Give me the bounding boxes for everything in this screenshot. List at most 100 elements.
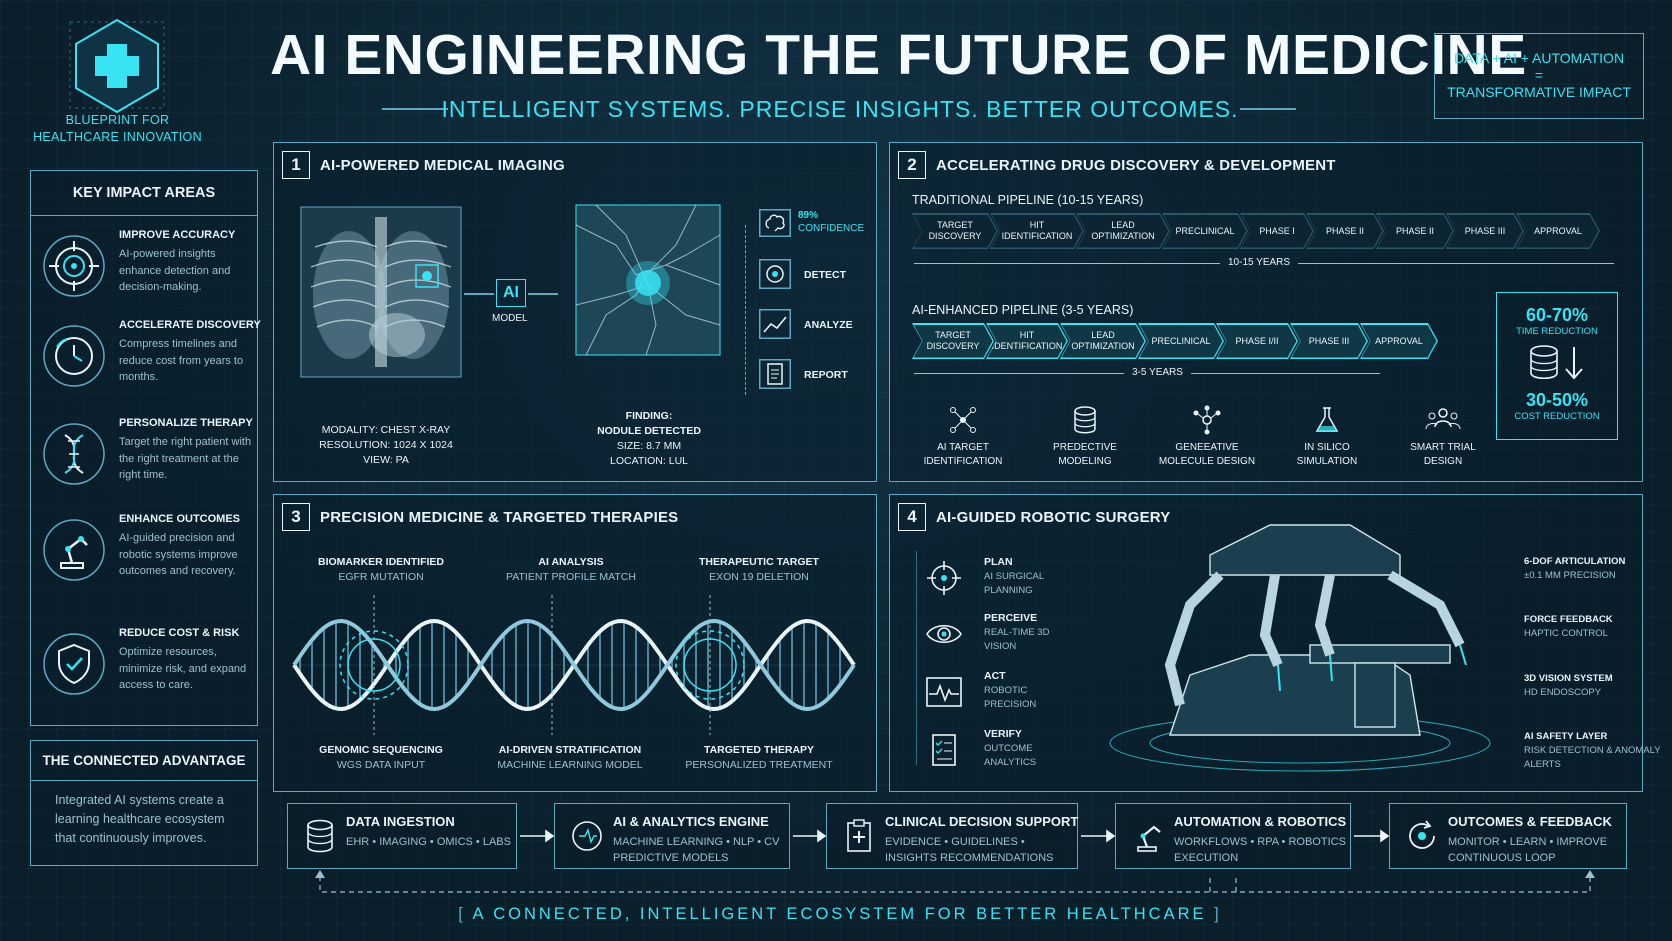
- ai-badge-text: AI: [503, 284, 519, 301]
- xray-image[interactable]: [300, 206, 462, 378]
- robot-arm-icon: [43, 519, 105, 581]
- impact-desc: AI-guided precision and robotic systems …: [119, 532, 238, 577]
- clipboard-medical-icon: [847, 819, 871, 852]
- dna-helix: [292, 595, 856, 735]
- pipeline-stage-label: PHASE I: [1259, 225, 1295, 236]
- pipeline-stage-label: LEAD OPTIMIZATION: [1071, 330, 1135, 351]
- heartbeat-icon: [926, 677, 962, 707]
- brain-circuit-icon: [572, 821, 602, 851]
- time-reduction-value: 60-70%: [1525, 305, 1589, 325]
- page-subtitle: INTELLIGENT SYSTEMS. PRECISE INSIGHTS. B…: [441, 96, 1239, 122]
- pipeline-stage: PHASE III: [1290, 323, 1368, 359]
- highlight-ring: [339, 630, 409, 700]
- panel-title: AI-POWERED MEDICAL IMAGING: [320, 156, 565, 174]
- connected-text: Integrated AI systems create a learning …: [55, 793, 225, 845]
- tool-line: IN SILICO: [1304, 442, 1350, 453]
- shield-check-icon: [43, 633, 105, 695]
- dna-label-desc: WGS DATA INPUT: [336, 759, 426, 771]
- logo: [62, 14, 172, 114]
- subtitle-rule-left: [382, 108, 448, 110]
- panel-head: 4 AI-GUIDED ROBOTIC SURGERY: [898, 503, 1170, 531]
- surgery-step: ACT ROBOTIC PRECISION: [924, 670, 1104, 728]
- panel-number: 1: [282, 151, 310, 179]
- cost-reduction-label: COST REDUCTION: [1514, 411, 1600, 422]
- surgery-step-desc: ROBOTIC PRECISION: [984, 685, 1037, 710]
- key-impact-heading: KEY IMPACT AREAS: [31, 171, 257, 216]
- database-icon: [307, 819, 333, 853]
- flow-desc: EHR • IMAGING • OMICS • LABS: [346, 836, 511, 848]
- pipeline-stage-label: PHASE I/II: [1235, 335, 1279, 346]
- impact-desc: Target the right patient with the right …: [119, 436, 252, 481]
- dna-label-title: AI-DRIVEN STRATIFICATION: [498, 744, 642, 756]
- dna-label-title: TARGETED THERAPY: [703, 744, 815, 756]
- flow-title: DATA INGESTION: [346, 814, 455, 829]
- connected-advantage: THE CONNECTED ADVANTAGE Integrated AI sy…: [30, 740, 258, 866]
- dna-label-title: GENOMIC SEQUENCING: [319, 744, 443, 756]
- pipeline-stage-label: PHASE III: [1308, 335, 1350, 346]
- step-analyze: ANALYZE: [804, 319, 853, 331]
- panel-title: AI-GUIDED ROBOTIC SURGERY: [936, 508, 1171, 526]
- dna-label-bottom: TARGETED THERAPY PERSONALIZED TREATMENT: [674, 743, 844, 773]
- checklist-icon: [932, 734, 956, 766]
- formula-line2: =: [1534, 67, 1544, 83]
- dna-label-desc: EXON 19 DELETION: [709, 571, 809, 583]
- pipeline-stage: APPROVAL: [1516, 213, 1600, 249]
- footer-text: A CONNECTED, INTELLIGENT ECOSYSTEM FOR B…: [472, 905, 1207, 923]
- analysis-image[interactable]: [575, 204, 721, 356]
- flow-desc: WORKFLOWS • RPA • ROBOTICS EXECUTION: [1174, 836, 1346, 864]
- spec-title: AI SAFETY LAYER: [1524, 731, 1608, 742]
- resolution: RESOLUTION: 1024 x 1024: [319, 439, 453, 451]
- database-icon: [1074, 406, 1096, 434]
- traditional-label: TRADITIONAL PIPELINE (10-15 YEARS): [912, 193, 1144, 207]
- traditional-span: 10-15 YEARS: [1220, 257, 1299, 268]
- pipeline-stage-label: APPROVAL: [1375, 335, 1423, 346]
- panel-drug-discovery: 2 ACCELERATING DRUG DISCOVERY & DEVELOPM…: [889, 142, 1643, 482]
- database-down-icon: [1530, 345, 1583, 380]
- pipeline-stage: PHASE III: [1446, 213, 1524, 249]
- panel-head: 3 PRECISION MEDICINE & TARGETED THERAPIE…: [282, 503, 678, 531]
- modality: MODALITY: CHEST X-RAY: [321, 424, 451, 436]
- finding-caption: FINDING: NODULE DETECTED SIZE: 8.7 mm LO…: [564, 409, 734, 469]
- finding-value: NODULE DETECTED: [597, 425, 701, 437]
- tool-line: GENEEATIVE: [1175, 442, 1239, 453]
- clock-icon: [43, 325, 105, 387]
- impact-item: PERSONALIZE THERAPY Target the right pat…: [31, 417, 259, 517]
- confidence-label: CONFIDENCE: [798, 223, 865, 234]
- tool-line: AI TARGET: [937, 442, 989, 453]
- robot-arm-icon: [1137, 825, 1161, 852]
- pipeline-stage: PRECLINICAL: [1138, 323, 1224, 359]
- flow-title: AI & ANALYTICS ENGINE: [613, 814, 769, 829]
- flask-icon: [1315, 407, 1339, 432]
- formula-box: DATA + AI + AUTOMATION = TRANSFORMATIVE …: [1434, 33, 1644, 119]
- flow-title: AUTOMATION & ROBOTICS: [1174, 814, 1347, 829]
- flow-desc: MONITOR • LEARN • IMPROVE CONTINUOUS LOO…: [1448, 836, 1608, 864]
- tool-line: SMART TRIAL: [1410, 442, 1476, 453]
- impact-desc: AI-powered insights enhance detection an…: [119, 248, 231, 293]
- dna-label-title: BIOMARKER IDENTIFIED: [318, 556, 444, 568]
- chart-trend-icon: [759, 309, 791, 339]
- impact-title: PERSONALIZE THERAPY: [119, 417, 253, 429]
- tool-line: MODELING: [1058, 456, 1112, 467]
- panel-number: 2: [898, 151, 926, 179]
- impact-title: ACCELERATE DISCOVERY: [119, 319, 261, 331]
- confidence-readout: 89% CONFIDENCE: [798, 209, 864, 235]
- pipeline-stage: LEAD OPTIMIZATION: [1076, 213, 1170, 249]
- dna-label-desc: PERSONALIZED TREATMENT: [685, 759, 833, 771]
- flow-step-data-ingestion: DATA INGESTION EHR • IMAGING • OMICS • L…: [287, 803, 517, 869]
- flow-step-outcomes: OUTCOMES & FEEDBACK MONITOR • LEARN • IM…: [1389, 803, 1627, 869]
- pipeline-stage-label: TARGET DISCOVERY: [926, 330, 980, 351]
- spec-item: 6-DOF ARTICULATION±0.1 mm PRECISION: [1524, 555, 1664, 583]
- logo-caption: BLUEPRINT FOR HEALTHCARE INNOVATION: [20, 112, 215, 146]
- molecule-icon: [1193, 405, 1221, 435]
- detect-icon: [759, 259, 791, 289]
